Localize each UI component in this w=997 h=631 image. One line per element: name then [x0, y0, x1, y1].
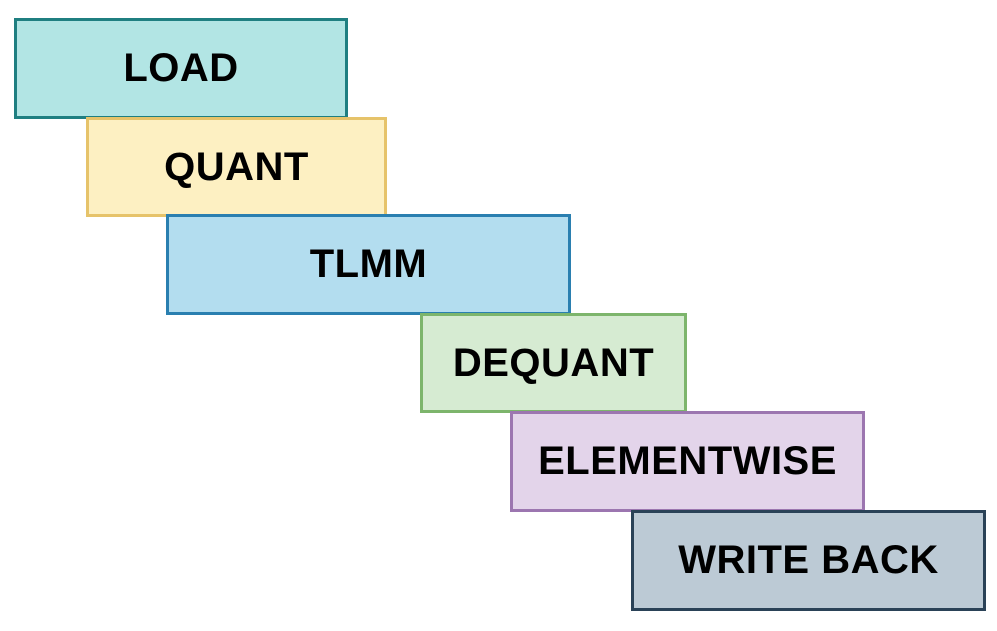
stage-quant: QUANT	[86, 117, 387, 217]
stage-elementwise-label: ELEMENTWISE	[538, 439, 837, 483]
stage-tlmm: TLMM	[166, 214, 571, 315]
stage-quant-label: QUANT	[164, 144, 309, 189]
stage-writeback-label: WRITE BACK	[678, 538, 939, 582]
stage-dequant-label: DEQUANT	[452, 340, 655, 385]
stage-load-label: LOAD	[123, 46, 239, 90]
stage-dequant: DEQUANT	[420, 313, 687, 413]
stage-elementwise: ELEMENTWISE	[510, 411, 865, 512]
stage-writeback: WRITE BACK	[631, 510, 986, 611]
stage-tlmm-label: TLMM	[309, 242, 428, 286]
stage-load: LOAD	[14, 18, 348, 119]
